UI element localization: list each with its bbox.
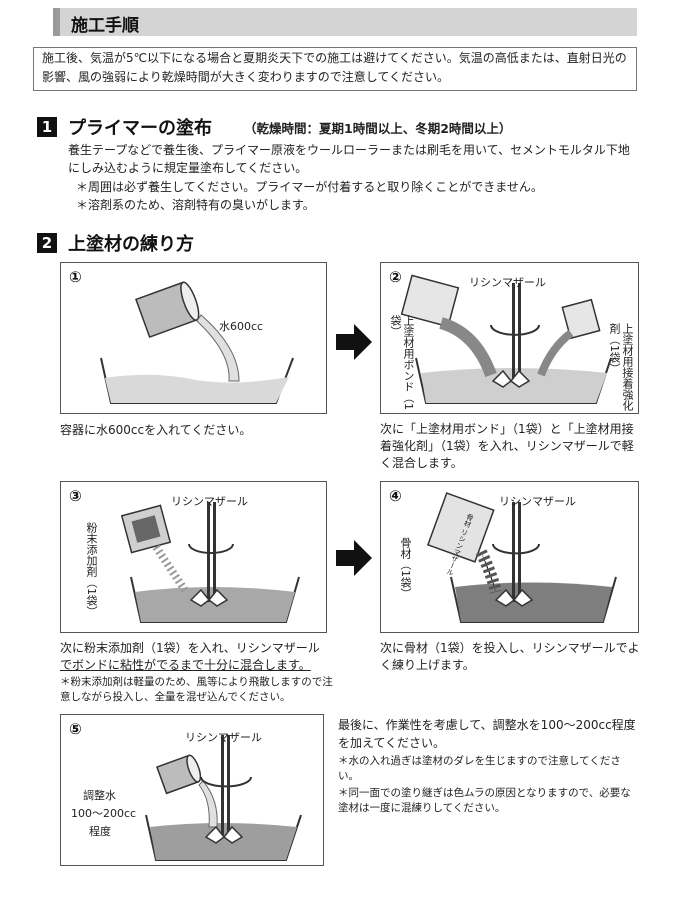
- powder-additive-label: 粉末添加剤（1袋）: [85, 522, 98, 617]
- final-text: 最後に、作業性を考慮して、調整水を100～200cc程度を加えてください。: [338, 718, 636, 750]
- section-header: 施工手順: [33, 8, 637, 36]
- step2-title: 上塗材の練り方: [68, 234, 194, 255]
- aggregate-label: 骨材（1袋）: [399, 537, 412, 599]
- panel-step-2: ② リシンマザール 上塗材用ボンド（1袋） 上塗材用接着強化剤（1袋）: [380, 262, 639, 414]
- panel4-caption: 次に骨材（1袋）を投入し、リシンマザールでよく練り上げます。: [380, 641, 640, 672]
- powder-mix-illustration: [120, 502, 300, 623]
- panel-number: ⑤: [69, 720, 82, 738]
- panel3-note: ＊粉末添加剤は軽量のため、風等により飛散しますので注意しながら投入し、全量を混ぜ…: [60, 676, 333, 703]
- section-title: 施工手順: [71, 16, 139, 36]
- step2-number-badge: 2: [37, 233, 57, 253]
- bag-right-label: 上塗材用接着強化剤（1袋）: [608, 323, 634, 411]
- panel-step-4: ④ リシンマザール 骨材（1袋） 骨材 リシンマザール: [380, 481, 639, 633]
- step1-note: ＊周囲は必ず養生してください。プライマーが付着すると取り除くことができません。: [76, 180, 543, 194]
- water-pour-illustration: [100, 281, 294, 404]
- header-spacer: [33, 8, 53, 36]
- step1-number-badge: 1: [37, 117, 57, 137]
- bag-left-label: 上塗材用ボンド（1袋）: [389, 315, 415, 410]
- panel-number: ③: [69, 487, 82, 505]
- mixer-label: リシンマザール: [469, 276, 546, 289]
- panel-number: ④: [389, 487, 402, 505]
- panel1-caption: 容器に水600ccを入れてください。: [60, 423, 252, 437]
- mixer-label: リシンマザール: [185, 731, 262, 744]
- panel3-caption-emphasis: でボンドに粘性がでるまで十分に混合します。: [60, 658, 311, 672]
- panel-number: ②: [389, 268, 402, 286]
- step1-note: ＊溶剤系のため、溶剤特有の臭いがします。: [76, 198, 315, 212]
- arrow-right-icon: [336, 540, 372, 576]
- water-adjust-suffix: 程度: [89, 825, 111, 838]
- panel-number: ①: [69, 268, 82, 286]
- mixer-label: リシンマザール: [171, 495, 248, 508]
- step1-subtitle: （乾燥時間：夏期1時間以上、冬期2時間以上）: [244, 121, 512, 136]
- panel3-caption: 次に粉末添加剤（1袋）を入れ、リシンマザール: [60, 641, 320, 655]
- aggregate-mix-illustration: [426, 492, 617, 623]
- bond-mix-illustration: [400, 274, 612, 404]
- panel-step-3: ③ リシンマザール 粉末添加剤（1袋）: [60, 481, 327, 633]
- panel2-caption: 次に「上塗材用ボンド」（1袋）と「上塗材用接着強化剤」（1袋）を入れ、リシンマザ…: [380, 422, 634, 470]
- header-accent-bar: [53, 8, 60, 36]
- water-adjust-amount: 100～200cc: [71, 807, 137, 820]
- water-adjust-illustration: [145, 735, 302, 861]
- mixer-label: リシンマザール: [499, 495, 576, 508]
- panel-step-5: ⑤ リシンマザール 調整水 100～200cc 程度: [60, 714, 324, 866]
- step1-title: プライマーの塗布: [68, 118, 212, 139]
- panel-step-1: ① 水600cc: [60, 262, 327, 414]
- arrow-right-icon: [336, 324, 372, 360]
- step1-body: 養生テープなどで養生後、プライマー原液をウールローラーまたは刷毛を用いて、セメン…: [68, 143, 630, 175]
- final-note: ＊同一面での塗り継ぎは色ムラの原因となりますので、必要な塗材は一度に混練りしてく…: [338, 787, 631, 814]
- water-label: 水600cc: [219, 320, 264, 333]
- notice-box: 施工後、気温が5℃以下になる場合と夏期炎天下での施工は避けてください。気温の高低…: [33, 47, 637, 91]
- water-adjust-label: 調整水: [83, 789, 116, 802]
- final-note: ＊水の入れ過ぎは塗材のダレを生じますので注意してください。: [338, 755, 621, 782]
